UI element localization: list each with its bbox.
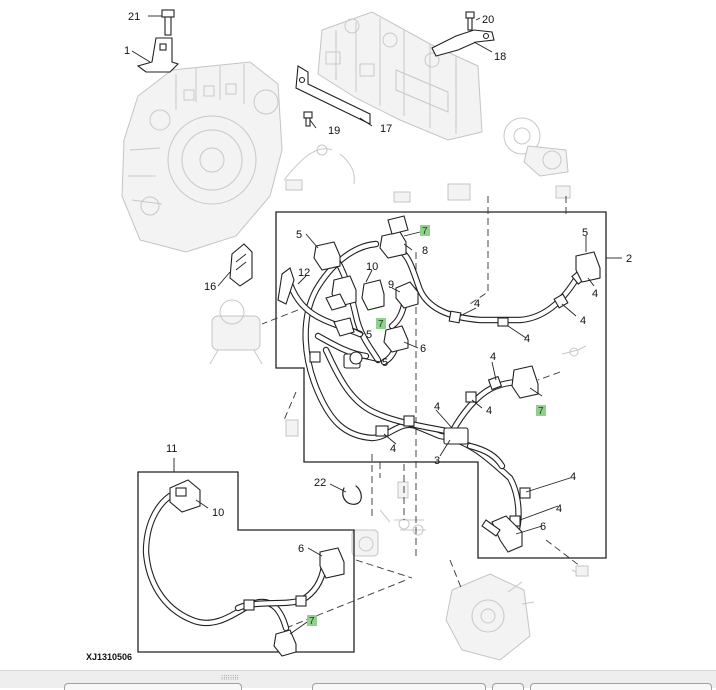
callout-4: 4 — [524, 333, 530, 345]
bracket-17 — [295, 65, 371, 125]
callout-5: 5 — [296, 229, 302, 241]
callout-10: 10 — [212, 507, 224, 519]
callout-6: 6 — [420, 343, 426, 355]
harness-frame-main — [275, 211, 607, 559]
callout-6: 6 — [540, 521, 546, 533]
ghost-sensors — [283, 144, 589, 577]
callout-19: 19 — [328, 125, 340, 137]
callout-18: 18 — [494, 51, 506, 63]
callout-4: 4 — [474, 298, 480, 310]
callout-5: 5 — [382, 357, 388, 369]
callout-7: 7 — [378, 319, 384, 330]
callout-4: 4 — [434, 401, 440, 413]
figure-id: XJ1310506 — [86, 652, 132, 662]
callout-12: 12 — [298, 267, 310, 279]
exploded-parts-diagram: 21 1 20 18 19 17 16 2 3 5 5 5 5 6 6 6 8 … — [86, 9, 632, 662]
callout-10: 10 — [366, 261, 378, 273]
scroll-grip[interactable]: ⁝⁝⁝⁝⁝⁝⁝⁝ — [221, 674, 239, 682]
harness-frame-sub — [137, 471, 355, 653]
callout-9: 9 — [388, 279, 394, 291]
callout-22: 22 — [314, 477, 326, 489]
callout-7-highlight — [307, 615, 317, 626]
callout-7: 7 — [309, 616, 315, 627]
bracket-1 — [131, 37, 180, 73]
callout-7-highlight — [420, 225, 430, 236]
callout-4: 4 — [390, 443, 396, 455]
bracket-18 — [431, 29, 495, 57]
turbo-ghost — [503, 117, 569, 177]
main-harness-connectors — [277, 215, 601, 553]
callout-4: 4 — [490, 351, 496, 363]
sub-harness-wires — [142, 492, 328, 632]
callout-8: 8 — [422, 245, 428, 257]
sub-harness-connectors — [169, 479, 345, 657]
clip-22 — [342, 485, 362, 505]
leader-lines — [148, 15, 622, 635]
bolt-21 — [161, 9, 175, 36]
callout-7-highlight — [536, 405, 546, 416]
callout-3: 3 — [434, 455, 440, 467]
callout-1: 1 — [124, 45, 130, 57]
actuator-ghost — [209, 299, 263, 365]
callout-7: 7 — [538, 406, 544, 417]
callout-20: 20 — [482, 14, 494, 26]
callout-7: 7 — [422, 226, 428, 237]
callout-4: 4 — [592, 288, 598, 300]
connector-16 — [229, 243, 253, 287]
callout-labels: 21 1 20 18 19 17 16 2 3 5 5 5 5 6 6 6 8 … — [124, 11, 632, 627]
engine-block-ghost — [121, 61, 283, 253]
fuel-pump-ghost — [445, 573, 535, 661]
callout-6: 6 — [298, 543, 304, 555]
bolt-20 — [465, 11, 475, 31]
viewer-bottom-bar[interactable]: ⁝⁝⁝⁝⁝⁝⁝⁝ — [0, 670, 716, 690]
valve-ghost — [351, 529, 379, 557]
callout-16: 16 — [204, 281, 216, 293]
callout-2: 2 — [626, 253, 632, 265]
callout-11: 11 — [166, 443, 177, 455]
bolt-19 — [303, 111, 313, 127]
callout-17: 17 — [380, 123, 392, 135]
callout-7-highlight — [376, 318, 386, 329]
callout-4: 4 — [570, 471, 576, 483]
cylinder-head-ghost — [317, 11, 483, 141]
callout-4: 4 — [580, 315, 586, 327]
callout-21: 21 — [128, 11, 140, 23]
callout-5: 5 — [582, 227, 588, 239]
callout-4: 4 — [556, 503, 562, 515]
callout-4: 4 — [486, 405, 492, 417]
callout-5: 5 — [366, 329, 372, 341]
routing-dashed-lines — [261, 196, 581, 629]
